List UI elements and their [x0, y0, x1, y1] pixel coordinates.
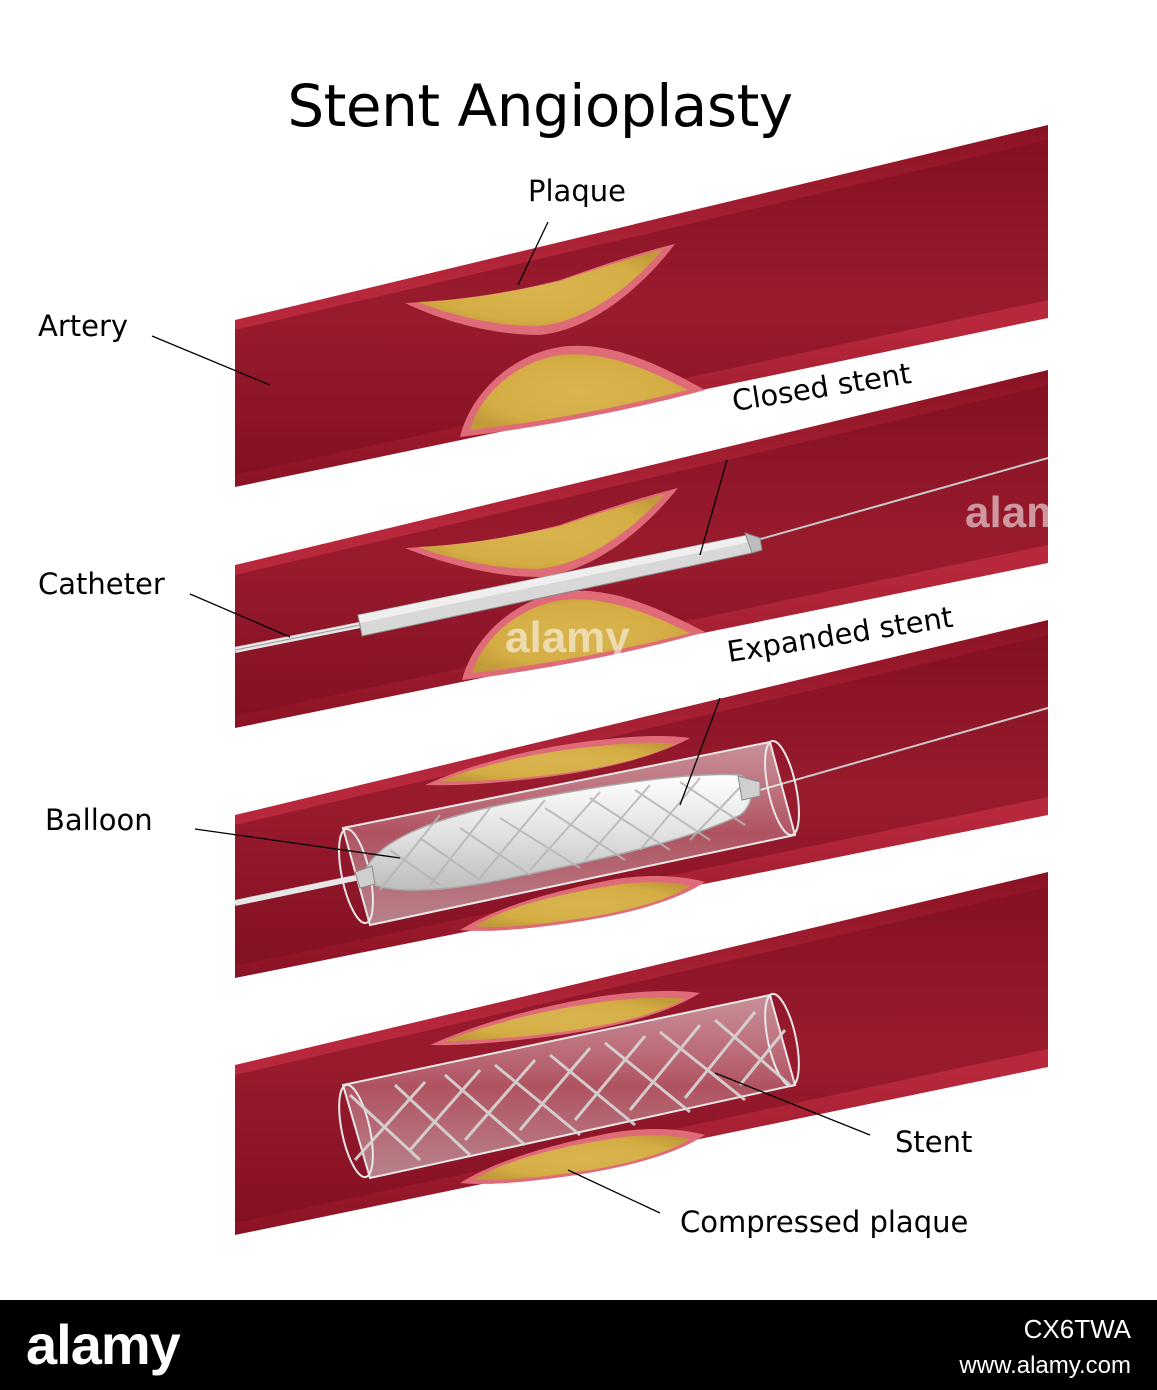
plaque-top: [445, 997, 685, 1041]
label-catheter: Catheter: [38, 567, 165, 601]
guide-wire: [749, 457, 1049, 543]
watermark: alamy: [505, 613, 630, 662]
leader-stent: [714, 1072, 871, 1136]
leader-expanded-stent: [679, 697, 721, 806]
catheter-wire-edge: [234, 624, 361, 651]
label-artery: Artery: [38, 309, 129, 343]
artery-panel-2: [234, 370, 1049, 728]
label-balloon: Balloon: [45, 803, 153, 837]
label-stent: Stent: [895, 1125, 973, 1159]
footer-image-id: CX6TWA: [1023, 1314, 1131, 1344]
leader-closed-stent: [699, 459, 728, 556]
artery-panel-1: [235, 125, 1048, 487]
artery-lumen: [235, 385, 1048, 716]
leader-artery: [151, 335, 271, 386]
stent-tip: [744, 532, 763, 554]
watermark: alamy: [965, 488, 1090, 537]
guide-wire: [759, 707, 1049, 791]
plaque-bottom: [472, 599, 690, 673]
footer-bar: alamy CX6TWA www.alamy.com: [0, 1300, 1157, 1390]
balloon-tip: [354, 865, 376, 889]
label-compressed-plaque: Compressed plaque: [680, 1205, 969, 1239]
diagram-svg: [151, 125, 1049, 1235]
leader-lines: [151, 221, 871, 1214]
plaque-top: [440, 742, 675, 782]
stent-mesh: [348, 1011, 791, 1162]
closed-stent-highlight: [358, 535, 750, 623]
plaque-top: [418, 249, 663, 326]
leader-balloon: [194, 828, 401, 859]
artery-lumen: [235, 140, 1048, 475]
artery-panel-3: [234, 620, 1049, 978]
stent-mesh: [379, 777, 746, 891]
plaque-bottom: [475, 882, 690, 927]
stent-end: [764, 739, 800, 837]
stent-end: [764, 992, 800, 1088]
diagram-stage: Stent Angioplasty Plaque Artery Closed s…: [38, 72, 1090, 1239]
diagram-title: Stent Angioplasty: [287, 72, 793, 140]
plaque-top: [418, 494, 665, 569]
footer-logo: alamy: [26, 1313, 181, 1376]
balloon-tip: [737, 775, 761, 801]
plaque-bottom: [475, 1135, 690, 1180]
artery-panel-4: [235, 872, 1048, 1235]
label-plaque: Plaque: [528, 174, 626, 208]
stent-end: [338, 1083, 374, 1179]
leader-plaque: [517, 221, 549, 286]
leader-catheter: [189, 593, 291, 638]
catheter-wire: [234, 874, 361, 906]
leader-compressed-plaque: [567, 1169, 661, 1214]
footer-url: www.alamy.com: [959, 1352, 1131, 1379]
plaque-bottom: [470, 354, 688, 430]
